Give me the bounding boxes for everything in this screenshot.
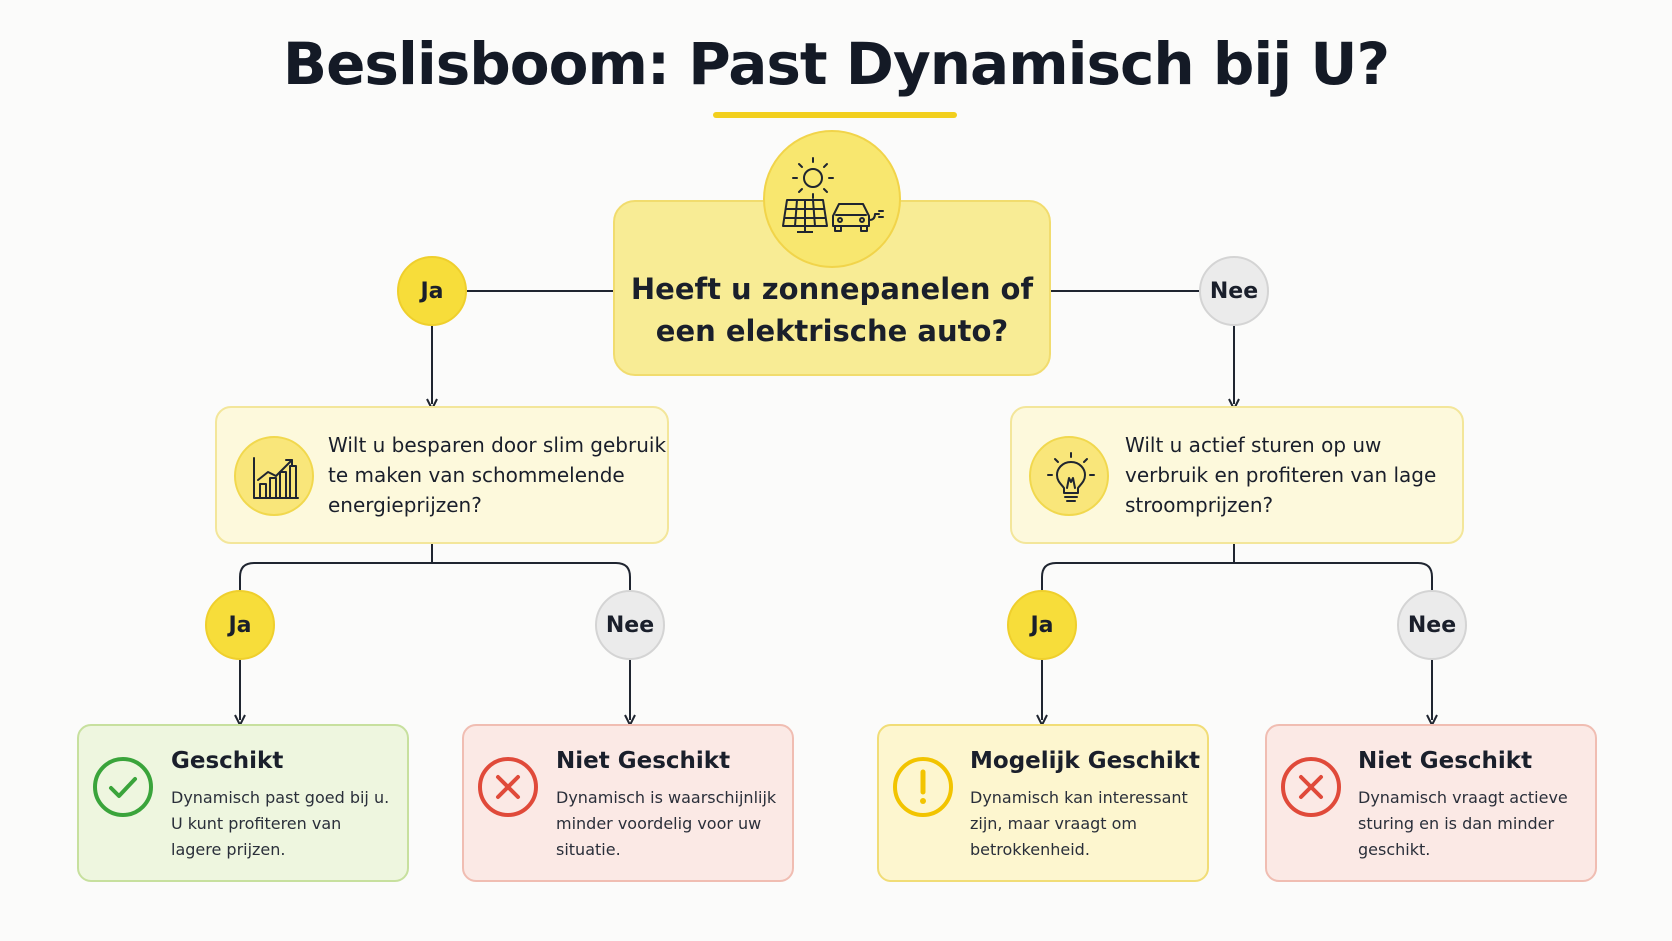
right-question-icon-badge — [1029, 436, 1109, 516]
exclamation-circle-icon — [893, 757, 953, 817]
left-split-bar — [239, 562, 631, 595]
result-maybe-card — [877, 724, 1209, 882]
result-left-not-suitable-card — [462, 724, 794, 882]
left-no-badge: Nee — [595, 590, 665, 660]
left-question-icon-badge — [234, 436, 314, 516]
root-yes-badge: Ja — [397, 256, 467, 326]
sun-icon — [792, 157, 834, 199]
root-no-badge: Nee — [1199, 256, 1269, 326]
root-icon-badge — [763, 130, 901, 268]
result-maybe-body: Dynamisch kan interessant zijn, maar vra… — [970, 788, 1188, 859]
result-right-not-suitable-body: Dynamisch vraagt actieve sturing en is d… — [1358, 788, 1568, 859]
result-left-not-suitable-body: Dynamisch is waarschijnlijk minder voord… — [556, 788, 777, 859]
result-right-not-suitable-title: Niet Geschikt — [1358, 748, 1533, 774]
result-suitable-title: Geschikt — [171, 748, 284, 774]
x-circle-icon — [1281, 757, 1341, 817]
right-split-bar — [1041, 562, 1433, 595]
result-maybe-title: Mogelijk Geschikt — [970, 748, 1201, 774]
right-no-badge: Nee — [1397, 590, 1467, 660]
result-right-not-suitable-card — [1265, 724, 1597, 882]
right-question-text: Wilt u actief sturen op uw verbruik en p… — [1125, 433, 1437, 517]
left-question-text: Wilt u besparen door slim gebruik te mak… — [328, 433, 667, 517]
right-yes-badge: Ja — [1007, 590, 1077, 660]
lightbulb-icon — [1047, 452, 1095, 502]
check-circle-icon — [93, 757, 153, 817]
title-underline — [713, 112, 957, 118]
result-left-not-suitable-title: Niet Geschikt — [556, 748, 731, 774]
solar-panel-icon — [782, 199, 828, 233]
rising-chart-icon — [253, 457, 299, 499]
x-circle-icon — [478, 757, 538, 817]
right-question-box — [1010, 406, 1464, 544]
page-title: Beslisboom: Past Dynamisch bij U? — [282, 30, 1390, 98]
result-suitable-body: Dynamisch past goed bij u. U kunt profit… — [171, 788, 390, 859]
left-yes-badge: Ja — [205, 590, 275, 660]
electric-car-icon — [832, 203, 884, 232]
root-question-text: Heeft u zonnepanelen of een elektrische … — [630, 272, 1034, 348]
result-suitable-card — [77, 724, 409, 882]
